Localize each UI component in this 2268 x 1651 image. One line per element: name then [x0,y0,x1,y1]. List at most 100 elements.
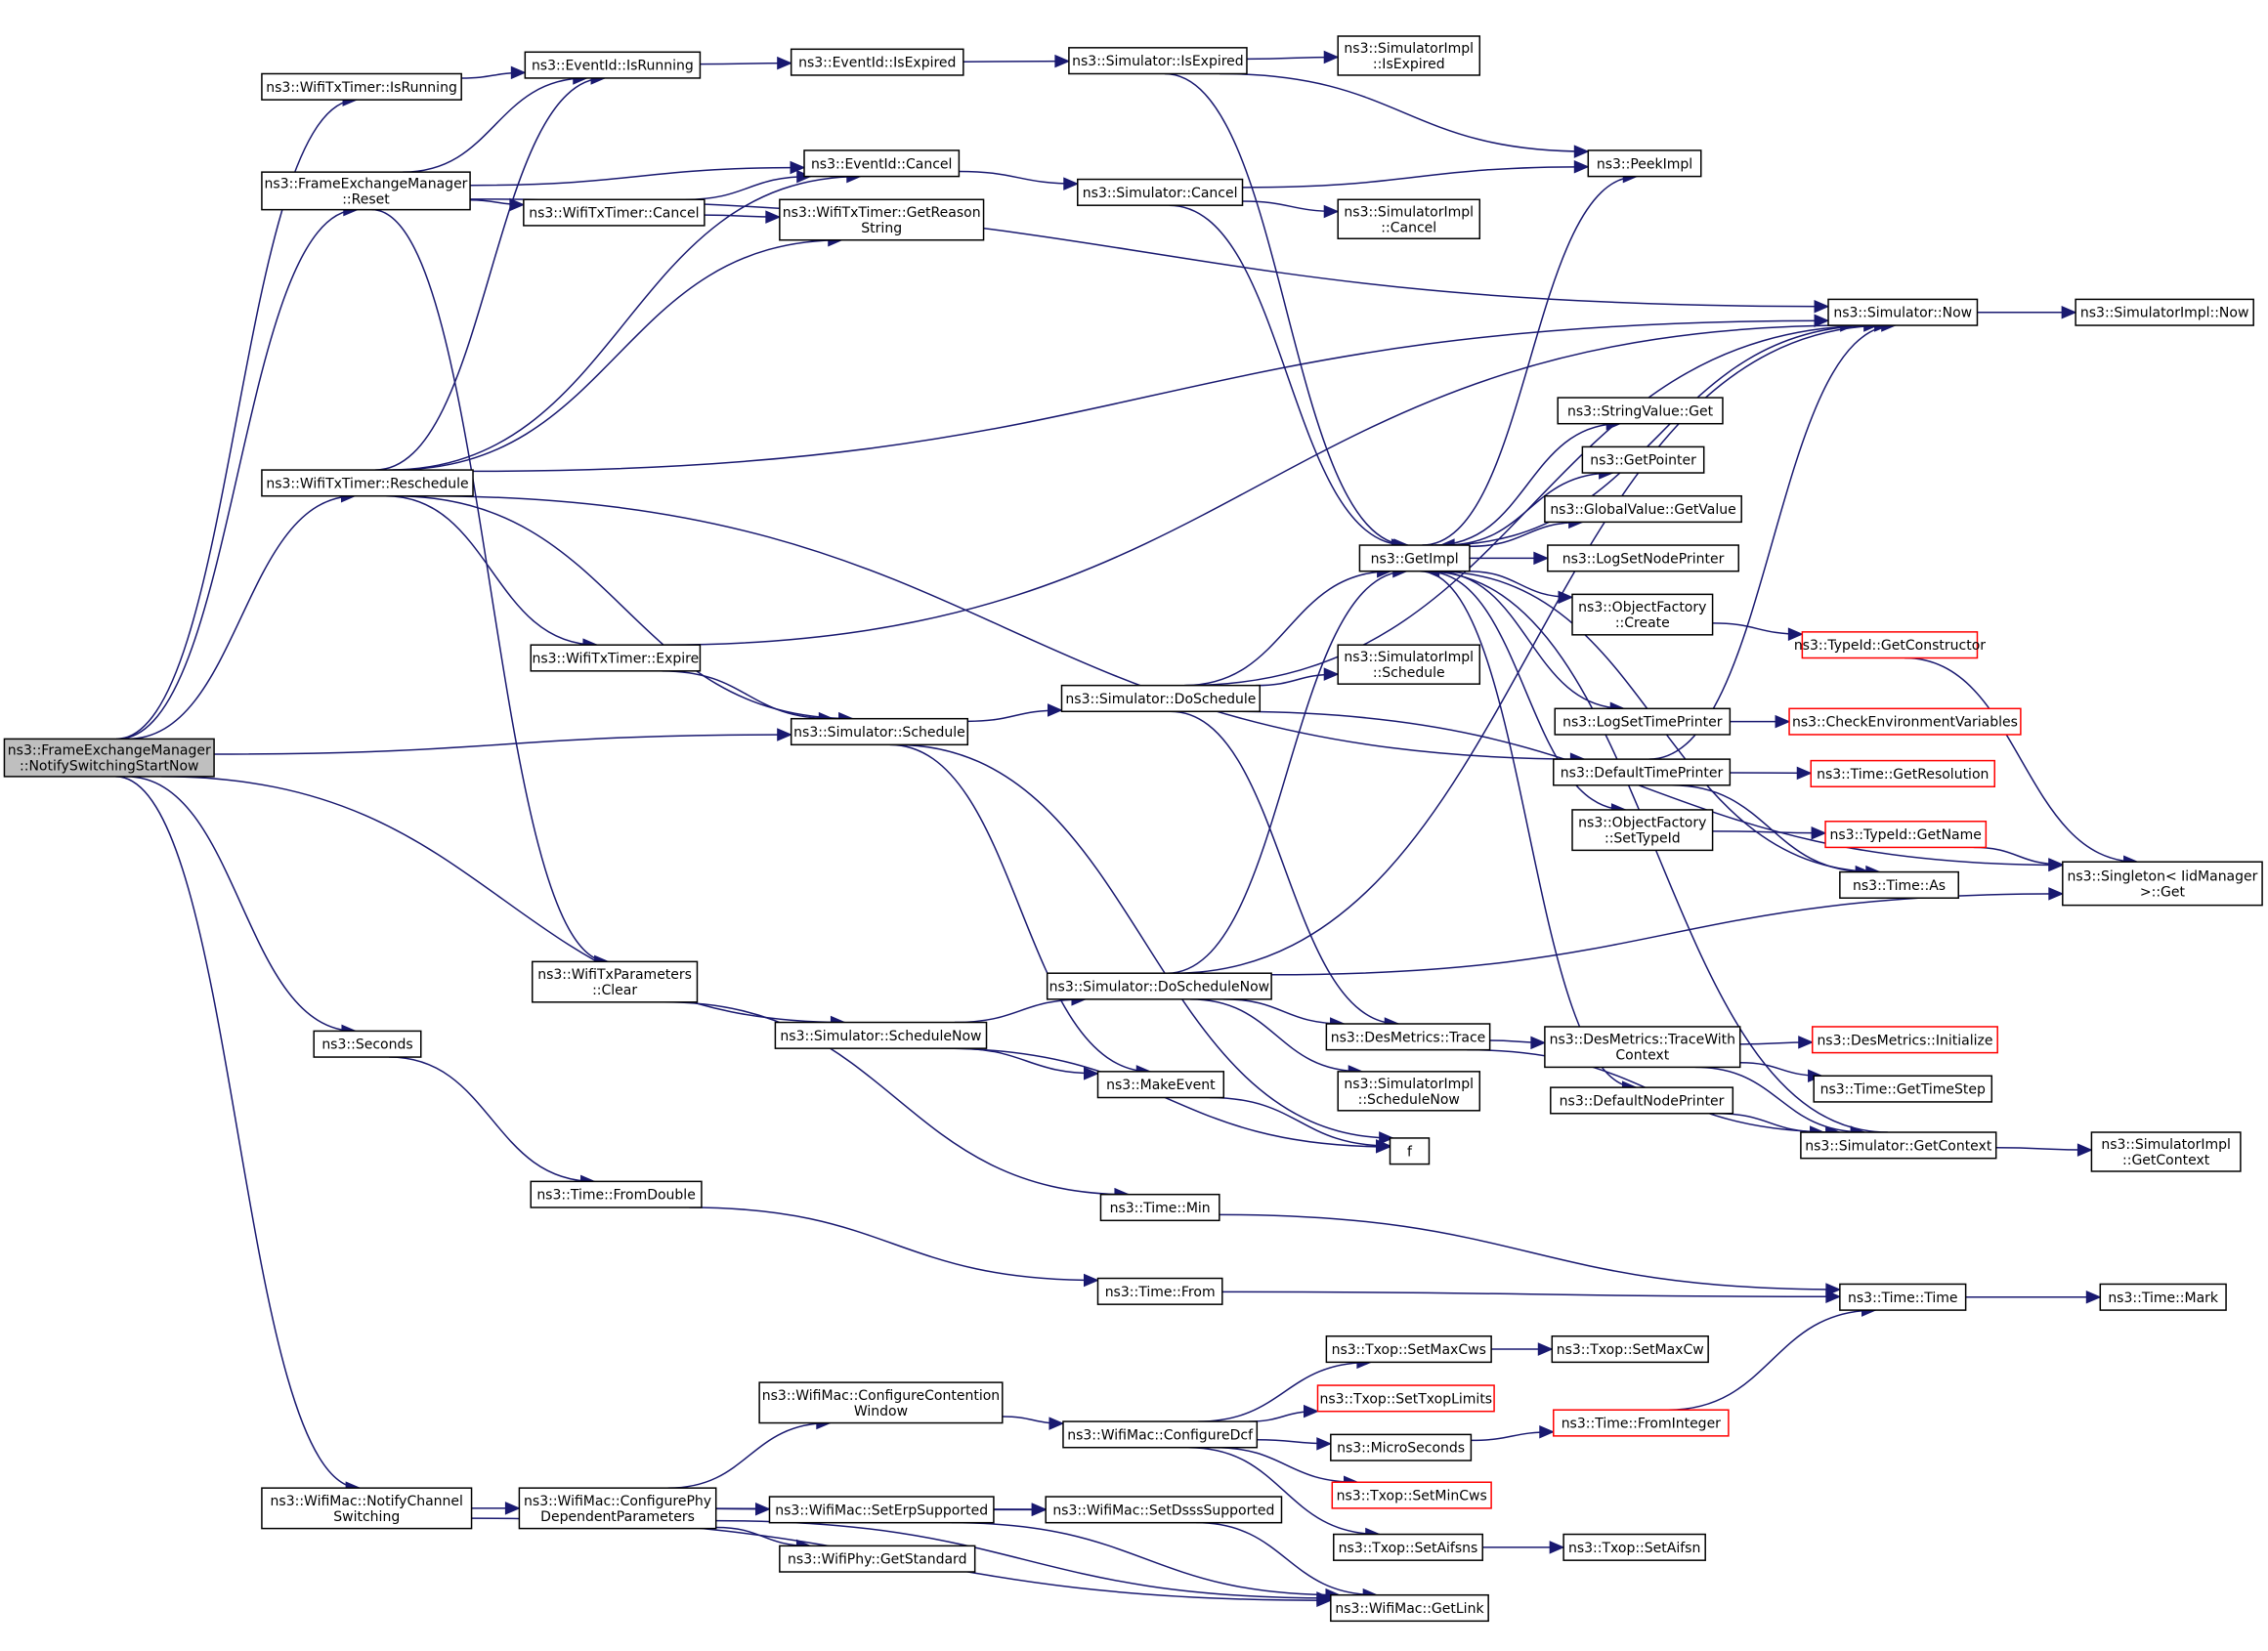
node-ns3-txop-setaifsn[interactable]: ns3::Txop::SetAifsn [1562,1533,1706,1561]
edge-cfgPhy-to-cfgCW [667,1421,831,1489]
node-ns3-eventid-isexpired[interactable]: ns3::EventId::IsExpired [790,48,964,76]
node-ns3-desmetrics-trace[interactable]: ns3::DesMetrics::Trace [1325,1023,1491,1051]
node-ns3-simulator-now[interactable]: ns3::Simulator::Now [1827,298,1979,326]
node-ns3-objectfactory-create[interactable]: ns3::ObjectFactory::Create [1571,593,1714,636]
node-label: ns3::Time::GetTimeStep [1820,1082,1986,1098]
arrowhead-icon [1323,667,1340,681]
node-ns3-simulator-cancel[interactable]: ns3::Simulator::Cancel [1077,178,1244,206]
node-label: ns3::MakeEvent [1106,1078,1216,1093]
node-ns3-defaultnodeprinter[interactable]: ns3::DefaultNodePrinter [1550,1086,1734,1115]
node-ns3-objectfactory-settypeid[interactable]: ns3::ObjectFactory::SetTypeId [1571,809,1714,852]
node-label: ns3::DesMetrics::Trace [1331,1030,1486,1045]
node-ns3-time-mark[interactable]: ns3::Time::Mark [2099,1283,2227,1311]
node-ns3-simulatorimpl-isexpired[interactable]: ns3::SimulatorImpl::IsExpired [1337,35,1481,76]
node-ns3-txop-setaifsns[interactable]: ns3::Txop::SetAifsns [1333,1533,1483,1561]
node-ns3-checkenvironmentvariables[interactable]: ns3::CheckEnvironmentVariables [1788,707,2022,736]
node-ns3-getimpl[interactable]: ns3::GetImpl [1358,544,1471,572]
node-label: ns3::DesMetrics::Initialize [1817,1033,1992,1048]
node-box [779,198,985,241]
node-f[interactable]: f [1389,1137,1431,1165]
edge-simDoSchedule-to-getImpl [1183,570,1391,687]
node-ns3-simulatorimpl-schedulenow[interactable]: ns3::SimulatorImpl::ScheduleNow [1337,1071,1481,1112]
node-ns3-txop-setmincws[interactable]: ns3::Txop::SetMinCws [1331,1481,1492,1509]
node-ns3-time-min[interactable]: ns3::Time::Min [1099,1193,1220,1222]
node-ns3-txop-setmaxcws[interactable]: ns3::Txop::SetMaxCws [1325,1334,1492,1364]
node-ns3-wifimac-configurephydependentparameters[interactable]: ns3::WifiMac::ConfigurePhyDependentParam… [518,1487,717,1530]
node-label: ns3::Time::FromInteger [1562,1417,1721,1432]
node-ns3-time-fromdouble[interactable]: ns3::Time::FromDouble [530,1180,703,1208]
node-ns3-wifimac-setdssssupported[interactable]: ns3::WifiMac::SetDsssSupported [1045,1496,1283,1524]
node-ns3-makeevent[interactable]: ns3::MakeEvent [1096,1071,1225,1099]
arrowhead-icon [2061,305,2077,319]
node-ns3-typeid-getname[interactable]: ns3::TypeId::GetName [1824,821,1988,849]
node-box [530,644,702,672]
node-label: ns3::Time::GetResolution [1817,767,1989,783]
node-ns3-wifitxtimer-reschedule[interactable]: ns3::WifiTxTimer::Reschedule [261,469,474,497]
node-ns3-time-from[interactable]: ns3::Time::From [1096,1277,1223,1305]
node-ns3-singleton-iidmanager-get[interactable]: ns3::Singleton< IidManager>::Get [2062,861,2263,907]
node-ns3-wifitxtimer-cancel[interactable]: ns3::WifiTxTimer::Cancel [523,198,706,227]
node-ns3-simulatorimpl-getcontext[interactable]: ns3::SimulatorImpl::GetContext [2090,1131,2242,1172]
edge-txParamsClear-to-timeMin [663,1001,1129,1196]
node-box [1839,1283,1967,1311]
node-ns3-stringvalue-get[interactable]: ns3::StringValue::Get [1557,397,1724,425]
node-ns3-simulator-doschedule[interactable]: ns3::Simulator::DoSchedule [1060,684,1262,713]
node-ns3-simulator-isexpired[interactable]: ns3::Simulator::IsExpired [1068,47,1248,75]
node-ns3-microseconds[interactable]: ns3::MicroSeconds [1330,1433,1473,1461]
node-ns3-logsetnodeprinter[interactable]: ns3::LogSetNodePrinter [1547,544,1739,572]
node-ns3-time-as[interactable]: ns3::Time::As [1839,870,1959,899]
node-box [1571,809,1714,852]
edge-cfgPhy-to-getStandard [715,1526,811,1547]
node-ns3-simulator-doschedulenow[interactable]: ns3::Simulator::DoScheduleNow [1046,972,1272,1000]
node-ns3-peekimpl[interactable]: ns3::PeekImpl [1587,149,1702,178]
arrowhead-icon [1083,1273,1099,1288]
node-ns3-time-frominteger[interactable]: ns3::Time::FromInteger [1553,1409,1730,1437]
node-ns3-wifimac-getlink[interactable]: ns3::WifiMac::GetLink [1330,1593,1489,1623]
edge-txCancel-to-evCancel [684,175,811,201]
node-ns3-simulator-getcontext[interactable]: ns3::Simulator::GetContext [1800,1131,1997,1160]
node-ns3-time-time[interactable]: ns3::Time::Time [1839,1283,1967,1311]
node-ns3-simulator-schedule[interactable]: ns3::Simulator::Schedule [790,717,969,746]
node-label: ns3::ObjectFactory [1578,816,1706,831]
node-ns3-wifitxtimer-expire[interactable]: ns3::WifiTxTimer::Expire [530,644,702,672]
edge-simCancel-to-getImpl [1169,204,1406,546]
node-box [758,1381,1004,1424]
node-box [1554,707,1732,736]
node-label: ns3::SimulatorImpl [1344,650,1474,665]
node-ns3-logsettimeprinter[interactable]: ns3::LogSetTimePrinter [1554,707,1732,736]
node-ns3-wifiphy-getstandard[interactable]: ns3::WifiPhy::GetStandard [779,1545,976,1573]
node-ns3-wifimac-configuredcf[interactable]: ns3::WifiMac::ConfigureDcf [1062,1420,1259,1449]
node-ns3-simulatorimpl-now[interactable]: ns3::SimulatorImpl::Now [2075,298,2254,326]
node-ns3-simulator-schedulenow[interactable]: ns3::Simulator::ScheduleNow [774,1021,988,1049]
node-ns3-txop-settxoplimits[interactable]: ns3::Txop::SetTxopLimits [1316,1384,1495,1413]
node-label: ns3::SimulatorImpl::Now [2080,306,2249,321]
node-ns3-time-getresolution[interactable]: ns3::Time::GetResolution [1810,759,1995,787]
arrowhead-icon [1316,1437,1333,1451]
arrowhead-icon [777,56,792,70]
node-ns3-simulatorimpl-cancel[interactable]: ns3::SimulatorImpl::Cancel [1337,198,1481,239]
node-ns3-eventid-isrunning[interactable]: ns3::EventId::IsRunning [524,51,702,79]
node-ns3-simulatorimpl-schedule[interactable]: ns3::SimulatorImpl::Schedule [1337,644,1481,685]
node-ns3-txop-setmaxcw[interactable]: ns3::Txop::SetMaxCw [1551,1334,1709,1364]
node-ns3-defaulttimeprinter[interactable]: ns3::DefaultTimePrinter [1553,758,1732,786]
node-ns3-seconds[interactable]: ns3::Seconds [313,1030,422,1058]
node-ns3-desmetrics-initialize[interactable]: ns3::DesMetrics::Initialize [1811,1026,1998,1054]
node-ns3-time-gettimestep[interactable]: ns3::Time::GetTimeStep [1813,1075,1993,1103]
node-box [1813,1075,1993,1103]
node-ns3-getpointer[interactable]: ns3::GetPointer [1581,445,1705,474]
node-ns3-wifitxparameters-clear[interactable]: ns3::WifiTxParameters::Clear [531,960,699,1003]
node-box [261,469,474,497]
node-ns3-wifitxtimer-isrunning[interactable]: ns3::WifiTxTimer::IsRunning [261,72,462,101]
node-ns3-frameexchangemanager-notifyswitchingstartnow[interactable]: ns3::FrameExchangeManager::NotifySwitchi… [3,738,215,778]
node-ns3-globalvalue-getvalue[interactable]: ns3::GlobalValue::GetValue [1544,494,1742,524]
node-ns3-frameexchangemanager-reset[interactable]: ns3::FrameExchangeManager::Reset [261,171,471,211]
node-label: ns3::SimulatorImpl [1344,41,1474,57]
node-ns3-eventid-cancel[interactable]: ns3::EventId::Cancel [803,149,961,178]
node-label: ns3::WifiTxTimer::Expire [532,652,699,667]
node-ns3-wifimac-seterpsupported[interactable]: ns3::WifiMac::SetErpSupported [768,1496,995,1524]
node-ns3-typeid-getconstructor[interactable]: ns3::TypeId::GetConstructor [1794,631,1986,659]
